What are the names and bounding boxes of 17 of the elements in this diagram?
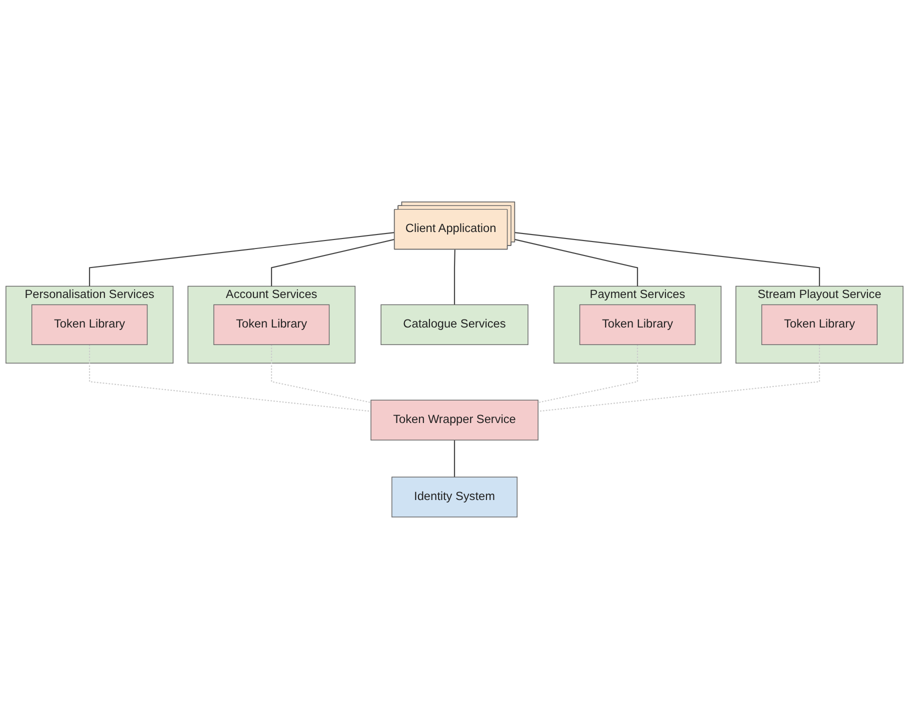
- connector: [270, 344, 372, 404]
- connector: [538, 344, 638, 404]
- node-box: Token Library: [213, 304, 330, 346]
- node-box: Catalogue Services: [380, 304, 528, 346]
- node-box: Token Library: [31, 304, 148, 346]
- connector: [538, 344, 820, 412]
- connector: [514, 238, 638, 286]
- node-box: Token Library: [761, 304, 878, 346]
- connector: [88, 344, 371, 412]
- node-box: Identity System: [392, 476, 518, 518]
- connector: [454, 250, 456, 305]
- connector: [514, 232, 820, 286]
- node-box: Token Wrapper Service: [370, 400, 538, 440]
- connector: [270, 238, 394, 286]
- connector: [88, 232, 394, 286]
- connector: [454, 440, 456, 478]
- node-box: Token Library: [579, 304, 696, 346]
